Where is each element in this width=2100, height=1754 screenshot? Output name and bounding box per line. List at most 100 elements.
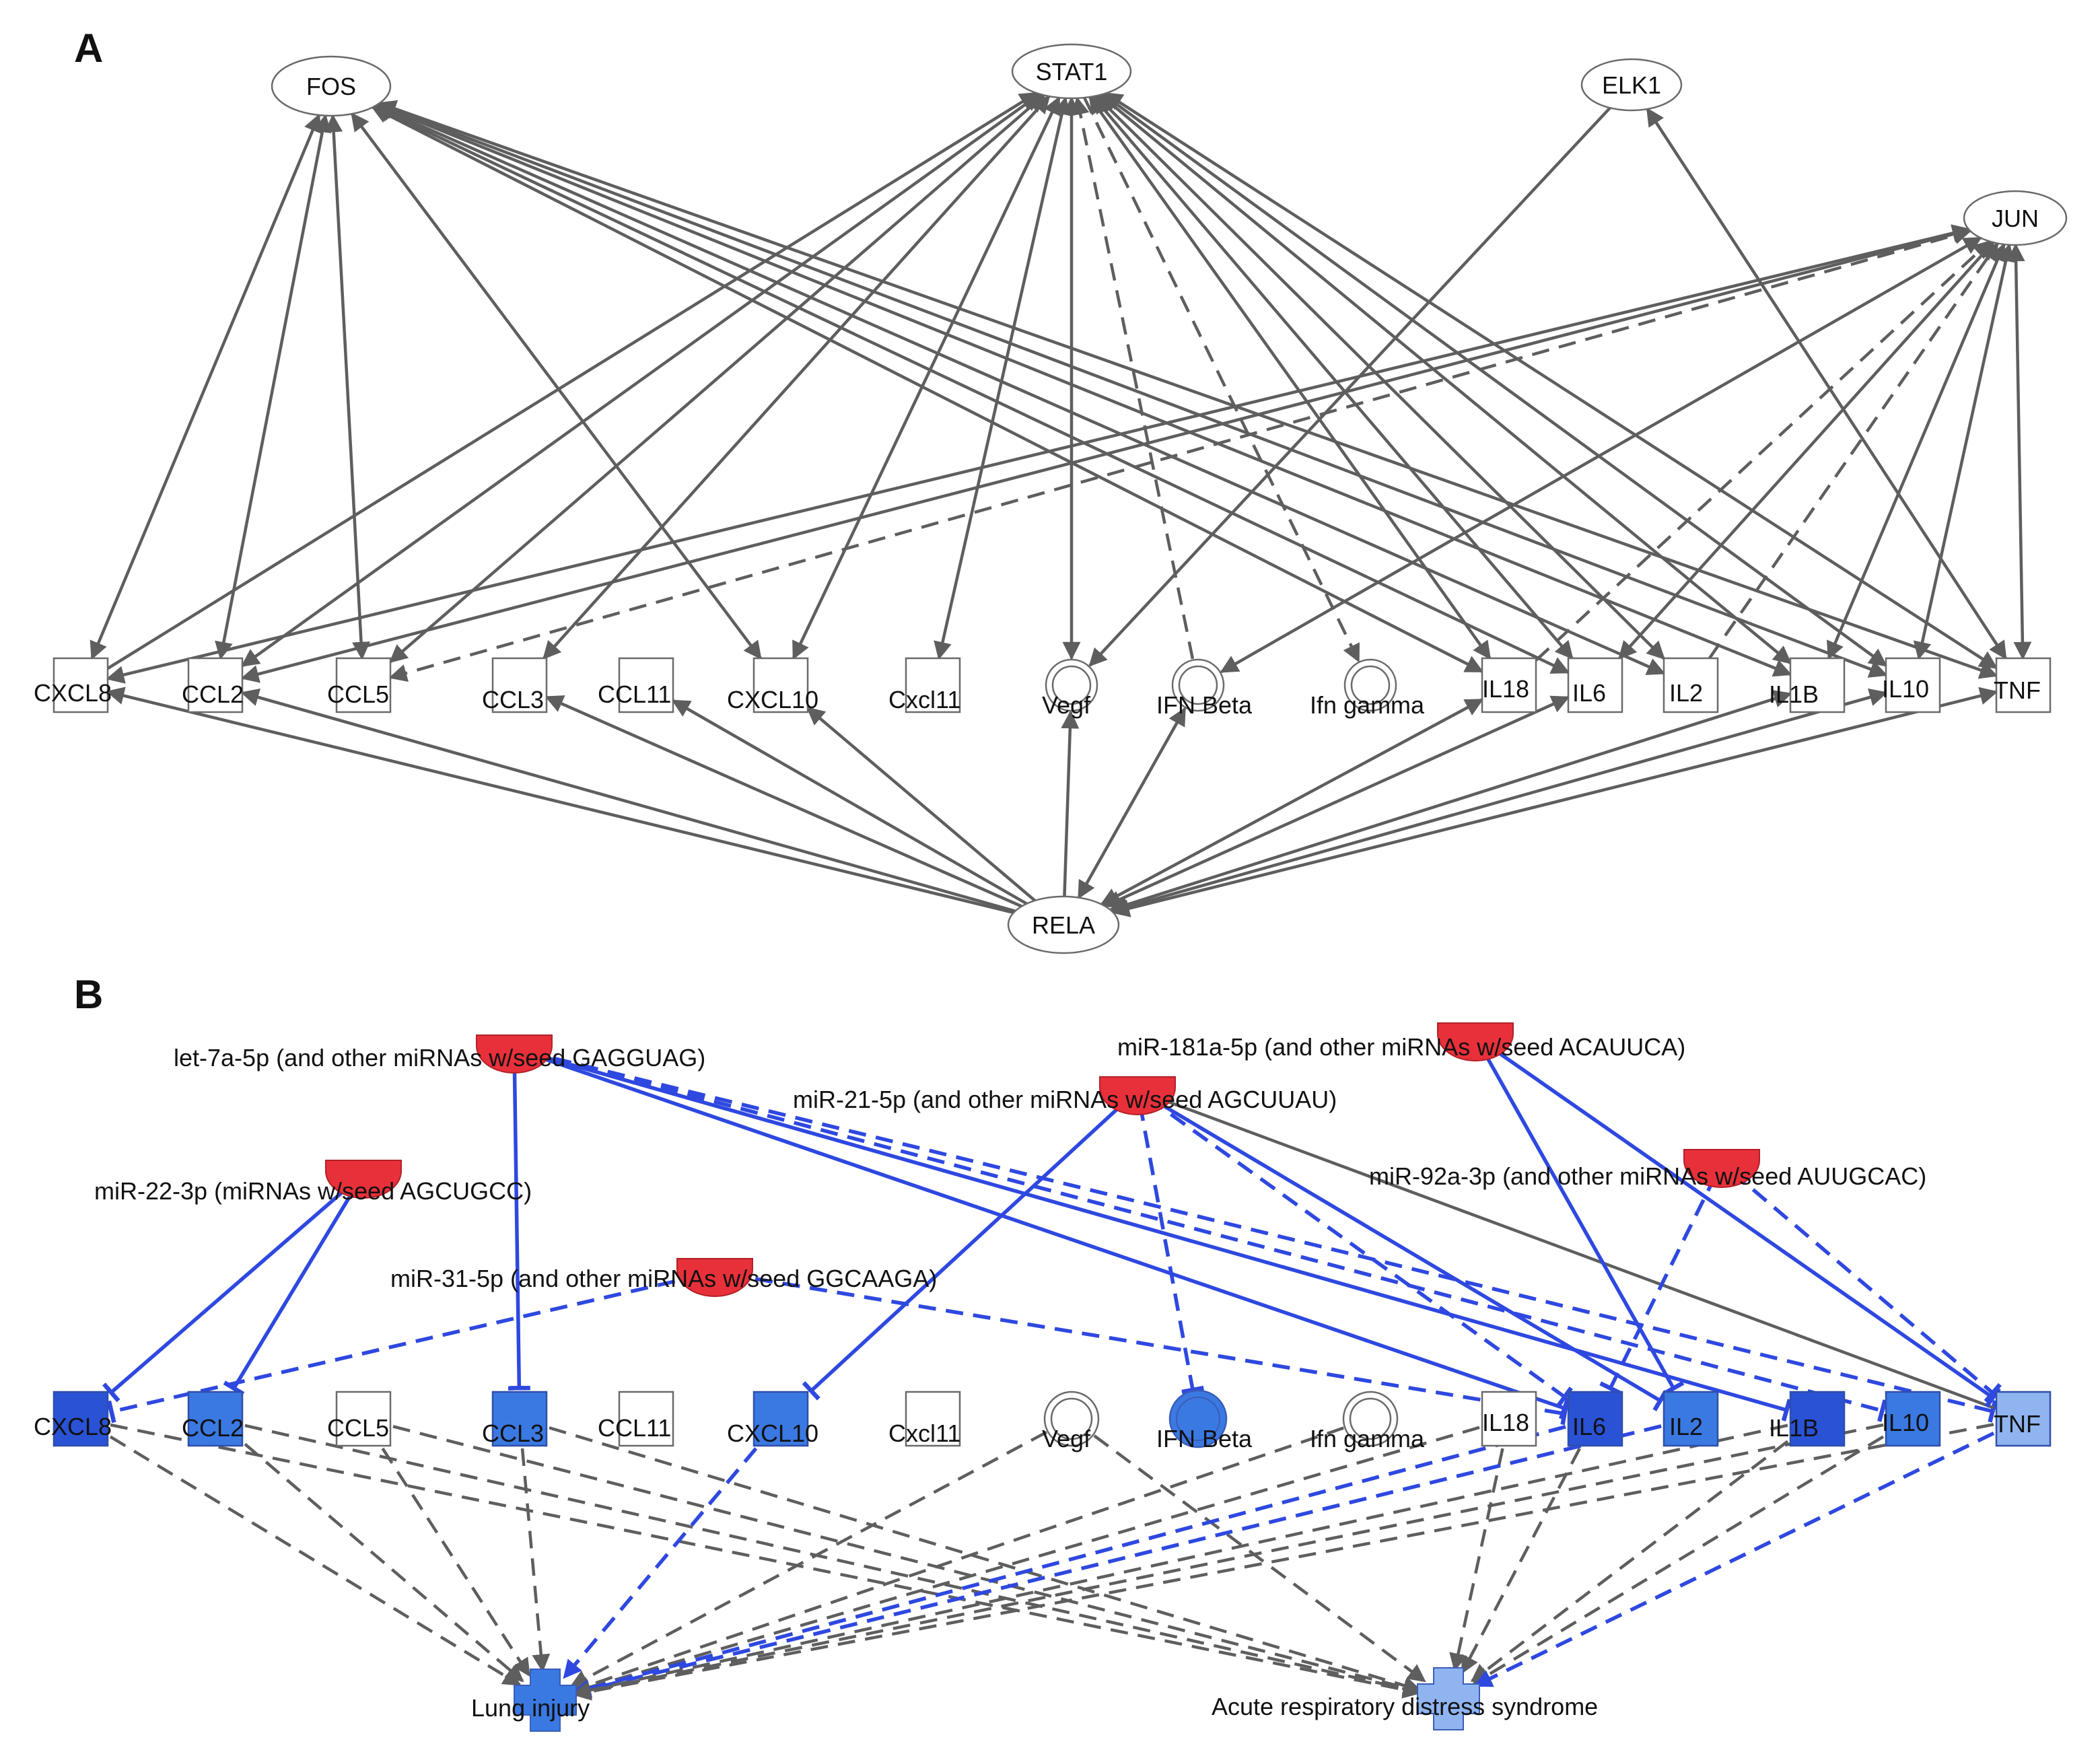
node-cxcl11[interactable]: Cxcl11	[888, 657, 960, 713]
node-mir181[interactable]: miR-181a-5p (and other miRNAs w/seed ACA…	[1117, 1022, 1685, 1061]
node-label: CCL3	[482, 686, 544, 713]
node-cxcl10[interactable]: CXCL10	[727, 1391, 818, 1447]
edge-ccl3-stat1	[542, 95, 1051, 660]
edge-mir31-cxcl8	[106, 1273, 703, 1424]
node-label: ELK1	[1602, 71, 1661, 99]
node-stat1[interactable]: STAT1	[1011, 43, 1132, 100]
node-label: IL2	[1669, 1413, 1703, 1440]
edge-rela-vegf	[1061, 710, 1080, 897]
node-ards[interactable]: Acute respiratory distress syndrome	[1212, 1667, 1598, 1730]
edge-ifngamma-lunginjury	[571, 1426, 1344, 1694]
edge-cxcl11-stat1	[934, 96, 1071, 660]
edge-il18-rela	[1100, 698, 1484, 906]
edge-let7a-il6	[526, 1051, 1570, 1420]
node-ccl3[interactable]: CCL3	[482, 1391, 548, 1447]
node-il6[interactable]: IL6	[1567, 1391, 1623, 1447]
node-label: IL6	[1572, 679, 1606, 707]
node-il1b[interactable]: IL1B	[1769, 1391, 1846, 1447]
edge-cxcl8-stat1	[106, 92, 1039, 670]
node-label: IL1B	[1769, 1414, 1819, 1442]
panel-label-a: A	[74, 26, 103, 71]
node-label: CCL2	[182, 680, 244, 708]
node-il2[interactable]: IL2	[1663, 657, 1719, 713]
node-cxcl8[interactable]: CXCL8	[34, 1391, 112, 1447]
node-cxcl8[interactable]: CXCL8	[34, 657, 112, 713]
node-elk1[interactable]: ELK1	[1580, 58, 1683, 112]
node-ifngamma[interactable]: Ifn gamma	[1310, 1391, 1425, 1452]
edge-il1b-rela	[1109, 690, 1792, 914]
node-tnf[interactable]: TNF	[1994, 1391, 2052, 1447]
edge-cxcl8-lunginjury	[109, 1435, 522, 1687]
edge-il1b-lunginjury	[572, 1424, 1788, 1699]
node-il10[interactable]: IL10	[1882, 657, 1941, 713]
node-label: CXCL10	[727, 686, 818, 713]
node-vegf[interactable]: Vegf	[1042, 658, 1098, 719]
node-label: CCL5	[327, 680, 389, 708]
node-ccl3[interactable]: CCL3	[482, 657, 548, 713]
edge-ccl2-stat1	[240, 92, 1042, 668]
node-ccl2[interactable]: CCL2	[182, 657, 244, 713]
node-fos[interactable]: FOS	[271, 55, 392, 117]
node-label: CXCL8	[34, 1413, 112, 1440]
edge-il10-rela	[1110, 688, 1888, 916]
node-ccl5[interactable]: CCL5	[327, 1391, 392, 1447]
node-mir31[interactable]: miR-31-5p (and other miRNAs w/seed GGCAA…	[390, 1258, 937, 1297]
edge-il6-ards	[1461, 1447, 1581, 1675]
edge-il18-fos	[371, 106, 1484, 673]
edge-il2-fos	[374, 104, 1666, 675]
node-ccl11[interactable]: CCL11	[598, 657, 674, 713]
node-il2[interactable]: IL2	[1663, 1391, 1719, 1447]
edge-tnf-fos	[378, 100, 1998, 679]
node-il18[interactable]: IL18	[1481, 657, 1537, 713]
edge-rela-cxcl10	[806, 707, 1037, 902]
panel-b-edges	[102, 1043, 2002, 1701]
node-il1b[interactable]: IL1B	[1769, 657, 1846, 713]
node-ccl11[interactable]: CCL11	[598, 1391, 674, 1447]
node-label: CCL5	[327, 1414, 389, 1442]
node-ccl5[interactable]: CCL5	[327, 657, 392, 713]
node-rela[interactable]: RELA	[1007, 895, 1120, 954]
node-ccl2[interactable]: CCL2	[182, 1391, 244, 1447]
node-label: Lung injury	[471, 1694, 590, 1722]
edge-mir31-il6	[728, 1272, 1569, 1426]
node-cxcl10[interactable]: CXCL10	[727, 657, 818, 713]
node-label: miR-31-5p (and other miRNAs w/seed GGCAA…	[390, 1265, 937, 1292]
edge-ifnbeta-jun	[1220, 236, 1982, 674]
edge-rela-cxcl8	[106, 687, 1014, 915]
node-jun[interactable]: JUN	[1963, 190, 2068, 246]
node-il10[interactable]: IL10	[1882, 1391, 1941, 1447]
node-ifnbeta[interactable]: IFN Beta	[1156, 1389, 1253, 1452]
edge-tnf-elk1	[1646, 107, 2007, 660]
node-label: miR-181a-5p (and other miRNAs w/seed ACA…	[1117, 1033, 1685, 1061]
edge-mir181-tnf	[1485, 1043, 2001, 1408]
edge-il6-fos	[372, 105, 1570, 674]
node-label: CXCL8	[34, 679, 112, 707]
edge-il1b-ards	[1470, 1440, 1789, 1683]
edge-vegf-ards	[1093, 1434, 1426, 1683]
edge-cxcl8-jun	[106, 224, 1971, 684]
node-mir21[interactable]: miR-21-5p (and other miRNAs w/seed AGCUU…	[793, 1076, 1337, 1115]
panel-b-nodes: let-7a-5p (and other miRNAs w/seed GAGGU…	[34, 1022, 2052, 1732]
node-il18[interactable]: IL18	[1481, 1391, 1537, 1447]
edge-tnf-lunginjury	[572, 1423, 1994, 1701]
edge-vegf-lunginjury	[569, 1430, 1048, 1688]
node-il6[interactable]: IL6	[1567, 657, 1623, 713]
node-tnf[interactable]: TNF	[1994, 657, 2052, 713]
node-ifnbeta[interactable]: IFN Beta	[1156, 658, 1253, 719]
node-label: IL6	[1572, 1413, 1606, 1440]
node-label: Acute respiratory distress syndrome	[1212, 1693, 1598, 1720]
edge-mir22-ccl2	[223, 1184, 359, 1396]
node-label: IL18	[1482, 1409, 1529, 1436]
edge-mir21-ifnbeta	[1138, 1103, 1204, 1395]
node-vegf[interactable]: Vegf	[1042, 1391, 1100, 1452]
node-let7a[interactable]: let-7a-5p (and other miRNAs w/seed GAGGU…	[174, 1034, 705, 1074]
node-label: CCL11	[598, 1414, 671, 1442]
node-lunginjury[interactable]: Lung injury	[471, 1669, 590, 1732]
node-label: IL10	[1882, 675, 1929, 703]
node-ifngamma[interactable]: Ifn gamma	[1310, 658, 1425, 719]
node-mir92[interactable]: miR-92a-3p (and other miRNAs w/seed AUUG…	[1369, 1149, 1926, 1190]
node-cxcl11[interactable]: Cxcl11	[888, 1391, 960, 1447]
node-mir22[interactable]: miR-22-3p (miRNAs w/seed AGCUGCC)	[94, 1160, 532, 1205]
node-label: Ifn gamma	[1310, 691, 1425, 719]
